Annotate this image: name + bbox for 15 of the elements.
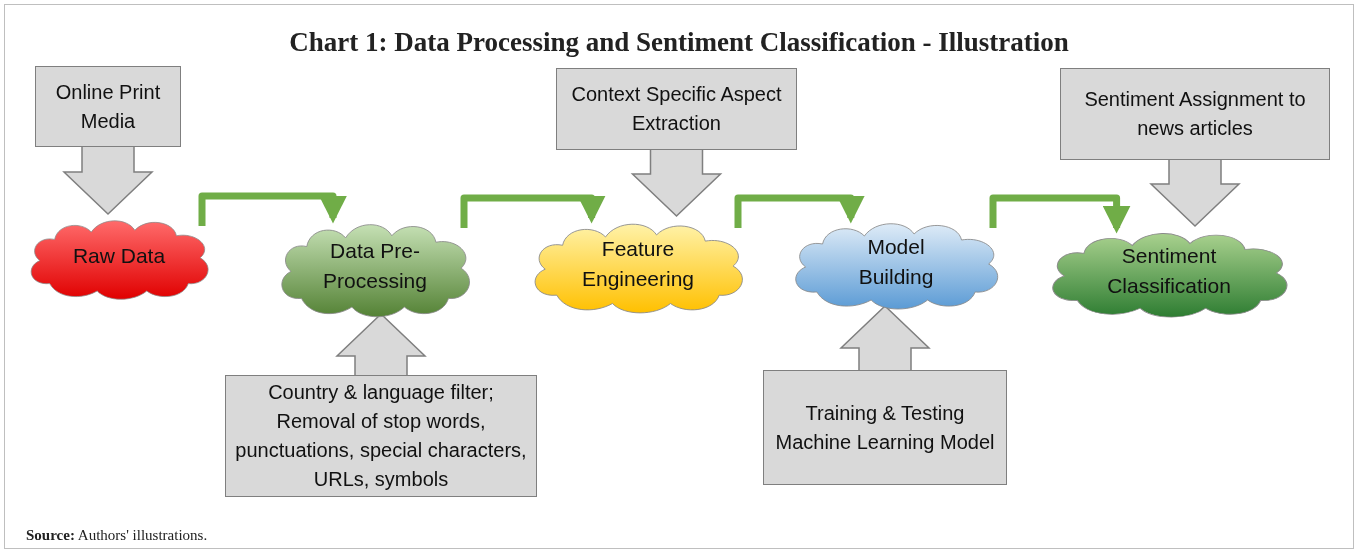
block-arrow xyxy=(630,148,723,217)
callout-box: Training & Testing Machine Learning Model xyxy=(763,370,1007,485)
callout-box: Country & language filter; Removal of stop words, punctuations, special characters, URLs, symbols xyxy=(225,375,537,497)
block-arrow xyxy=(1149,158,1241,227)
callout-box: Sentiment Assignment to news articles xyxy=(1060,68,1330,160)
elbow-arrow xyxy=(989,194,1131,234)
elbow-arrow xyxy=(460,194,606,228)
chart-title: Chart 1: Data Processing and Sentiment Classification - Illustration xyxy=(288,26,1070,59)
callout-box: Context Specific Aspect Extraction xyxy=(556,68,797,150)
elbow-arrow xyxy=(734,194,865,228)
block-arrow xyxy=(62,145,154,215)
source-note: Source: Authors' illustrations. xyxy=(26,526,208,545)
callout-box: Online Print Media xyxy=(35,66,181,147)
elbow-arrow xyxy=(198,192,347,226)
block-arrow xyxy=(839,305,931,372)
